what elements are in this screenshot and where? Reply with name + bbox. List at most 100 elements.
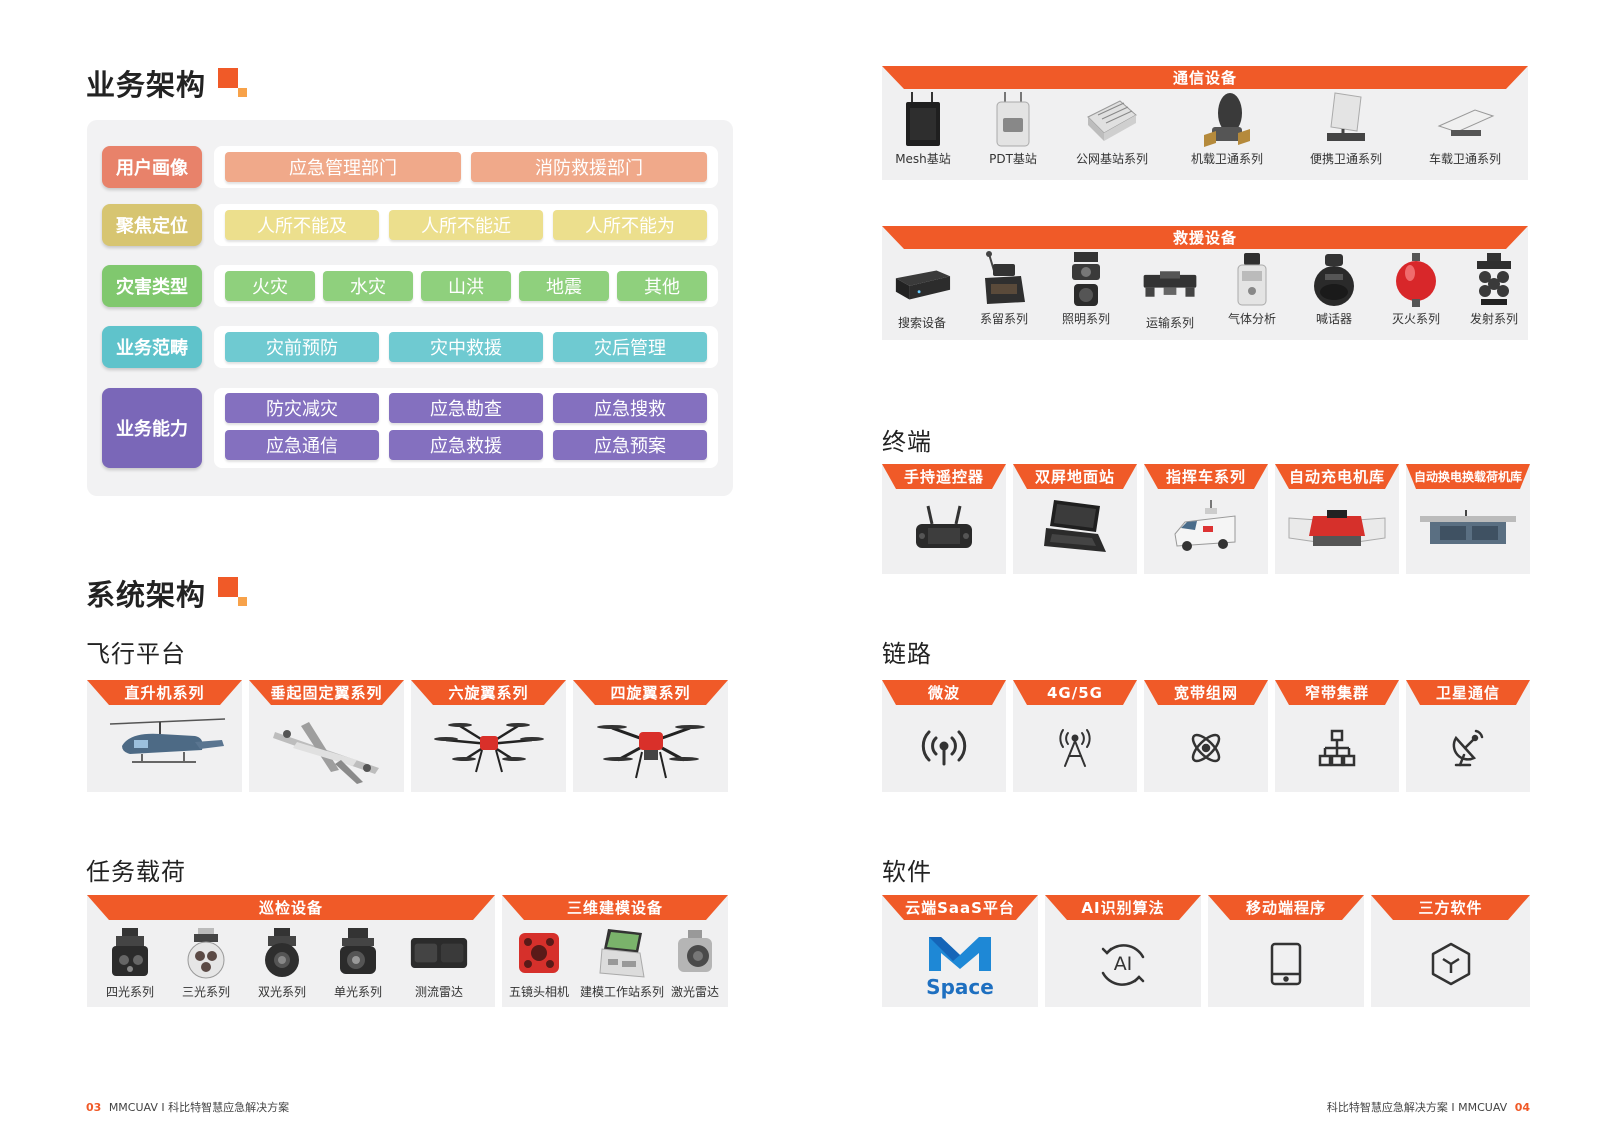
lidar-icon xyxy=(678,930,712,972)
item-caption: 喊话器 xyxy=(1315,312,1352,326)
item-caption: 激光雷达 xyxy=(670,985,719,999)
comm-item-public-network[interactable]: 公网基站系列 xyxy=(1062,92,1162,167)
rescue-item-launcher[interactable]: 发射系列 xyxy=(1456,252,1532,327)
workstation-case-icon xyxy=(599,929,645,978)
card-banner: 微波 xyxy=(882,680,1006,705)
software-card-third-party[interactable]: 三方软件 xyxy=(1371,895,1530,1007)
item-caption: 五镜头相机 xyxy=(508,985,569,999)
card-banner: 指挥车系列 xyxy=(1144,464,1268,489)
airborne-satcom-icon xyxy=(1204,93,1250,147)
biz-pill: 应急预案 xyxy=(553,430,707,460)
footer-text: 科比特智慧应急解决方案 I MMCUAV xyxy=(1326,1101,1508,1114)
vehicle-satcom-icon xyxy=(1437,109,1495,136)
payload-item-dual-light[interactable]: 双光系列 xyxy=(247,925,317,1000)
tablet-icon xyxy=(1270,942,1302,986)
rescue-item-tethered[interactable]: 系留系列 xyxy=(966,251,1042,327)
item-caption: 四光系列 xyxy=(105,985,154,999)
biz-box: 防灾减灾 应急勘查 应急搜救 应急通信 应急救援 应急预案 xyxy=(214,388,718,468)
rescue-item-search[interactable]: 搜索设备 xyxy=(884,256,960,331)
card-banner: 宽带组网 xyxy=(1144,680,1268,705)
biz-row-business-scope: 业务范畴 灾前预防 灾中救援 灾后管理 xyxy=(102,326,718,368)
rescue-item-gas-analysis[interactable]: 气体分析 xyxy=(1214,252,1290,327)
fire-extinguisher-icon xyxy=(1396,253,1436,307)
card-banner: 三方软件 xyxy=(1371,895,1530,920)
biz-pill: 应急搜救 xyxy=(553,393,707,423)
link-card-microwave[interactable]: 微波 xyxy=(882,680,1006,792)
flight-card-vtol[interactable]: 垂起固定翼系列 xyxy=(249,680,404,792)
biz-row-focus: 聚焦定位 人所不能及 人所不能近 人所不能为 xyxy=(102,204,718,246)
satellite-dish-icon xyxy=(1452,729,1484,767)
biz-label: 灾害类型 xyxy=(102,265,202,307)
terminal-card-auto-swap-hangar[interactable]: 自动换电换载荷机库 xyxy=(1406,464,1530,574)
ground-station-icon xyxy=(1044,500,1106,552)
biz-pill: 人所不能为 xyxy=(553,210,707,240)
biz-pill: 应急勘查 xyxy=(389,393,543,423)
item-caption: 发射系列 xyxy=(1469,312,1518,326)
ai-cycle-icon xyxy=(1101,944,1145,986)
card-banner: 云端SaaS平台 xyxy=(882,895,1038,920)
terminal-card-handheld-rc[interactable]: 手持遥控器 xyxy=(882,464,1006,574)
mspace-logo xyxy=(929,937,991,971)
comm-item-mesh[interactable]: Mesh基站 xyxy=(886,92,960,167)
biz-pill: 灾后管理 xyxy=(553,332,707,362)
terminal-card-dual-screen[interactable]: 双屏地面站 xyxy=(1013,464,1137,574)
comm-item-portable-satcom[interactable]: 便携卫通系列 xyxy=(1296,92,1396,167)
card-banner: 自动换电换载荷机库 xyxy=(1406,464,1530,489)
public-station-icon xyxy=(1087,100,1137,141)
camera-gimbal-icon xyxy=(187,928,225,979)
item-caption: 搜索设备 xyxy=(897,316,946,330)
terminal-card-auto-charging-hangar[interactable]: 自动充电机库 xyxy=(1275,464,1399,574)
software-card-saas[interactable]: 云端SaaS平台 Space xyxy=(882,895,1038,1007)
payload-item-lidar[interactable]: 激光雷达 xyxy=(662,925,728,1000)
link-card-satellite[interactable]: 卫星通信 xyxy=(1406,680,1530,792)
biz-pill: 水灾 xyxy=(323,271,413,301)
link-card-4g5g[interactable]: 4G/5G xyxy=(1013,680,1137,792)
flight-card-quadcopter[interactable]: 四旋翼系列 xyxy=(573,680,728,792)
item-caption: 灭火系列 xyxy=(1391,312,1440,326)
rescue-item-fire-extinguish[interactable]: 灭火系列 xyxy=(1378,252,1454,327)
software-card-mobile[interactable]: 移动端程序 xyxy=(1208,895,1364,1007)
biz-pill: 应急救援 xyxy=(389,430,543,460)
biz-pill: 其他 xyxy=(617,271,707,301)
biz-pill: 应急管理部门 xyxy=(225,152,461,182)
mesh-station-icon xyxy=(906,92,940,146)
payload-item-flow-radar[interactable]: 测流雷达 xyxy=(399,925,479,1000)
biz-pill: 地震 xyxy=(519,271,609,301)
link-card-narrowband[interactable]: 窄带集群 xyxy=(1275,680,1399,792)
payload-item-single-light[interactable]: 单光系列 xyxy=(323,925,393,1000)
card-banner: 卫星通信 xyxy=(1406,680,1530,705)
swap-hangar-icon xyxy=(1420,510,1516,544)
rescue-item-transport[interactable]: 运输系列 xyxy=(1130,256,1210,331)
comm-item-airborne-satcom[interactable]: 机载卫通系列 xyxy=(1174,92,1280,167)
tethered-device-icon xyxy=(985,251,1025,304)
charging-hangar-icon xyxy=(1288,510,1386,546)
payload-item-three-light[interactable]: 三光系列 xyxy=(171,925,241,1000)
comm-item-pdt[interactable]: PDT基站 xyxy=(978,92,1048,167)
biz-pill: 人所不能及 xyxy=(225,210,379,240)
comm-item-vehicle-satcom[interactable]: 车载卫通系列 xyxy=(1412,92,1518,167)
payload-item-five-lens[interactable]: 五镜头相机 xyxy=(506,925,572,1000)
software-card-ai[interactable]: AI识别算法 AI xyxy=(1045,895,1201,1007)
payload-item-workstation[interactable]: 建模工作站系列 xyxy=(576,925,668,1000)
payload-item-four-light[interactable]: 四光系列 xyxy=(95,925,165,1000)
loudspeaker-icon xyxy=(1314,254,1354,306)
footer-text: MMCUAV I 科比特智慧应急解决方案 xyxy=(108,1101,290,1114)
rescue-item-loudspeaker[interactable]: 喊话器 xyxy=(1296,252,1372,327)
camera-gimbal-icon xyxy=(340,928,376,974)
flight-card-hexacopter[interactable]: 六旋翼系列 xyxy=(411,680,566,792)
biz-label: 业务能力 xyxy=(102,388,202,468)
rescue-item-lighting[interactable]: 照明系列 xyxy=(1048,252,1124,327)
comm-devices-card: 通信设备 Mesh基站 PDT基站 公网基站系列 机载卫通系列 便携卫通系列 车… xyxy=(882,66,1528,180)
flight-platform-title: 飞行平台 xyxy=(86,640,186,668)
portable-satcom-icon xyxy=(1327,92,1365,141)
biz-row-business-capability: 业务能力 防灾减灾 应急勘查 应急搜救 应急通信 应急救援 应急预案 xyxy=(102,388,718,468)
item-caption: 气体分析 xyxy=(1227,312,1276,326)
biz-row-user-profile: 用户画像 应急管理部门 消防救援部门 xyxy=(102,146,718,188)
item-caption: 机载卫通系列 xyxy=(1190,152,1263,166)
link-card-broadband[interactable]: 宽带组网 xyxy=(1144,680,1268,792)
search-device-icon xyxy=(895,270,951,300)
biz-pill: 应急通信 xyxy=(225,430,379,460)
biz-pill: 防灾减灾 xyxy=(225,393,379,423)
terminal-card-command-vehicle[interactable]: 指挥车系列 xyxy=(1144,464,1268,574)
flight-card-helicopter[interactable]: 直升机系列 xyxy=(87,680,242,792)
